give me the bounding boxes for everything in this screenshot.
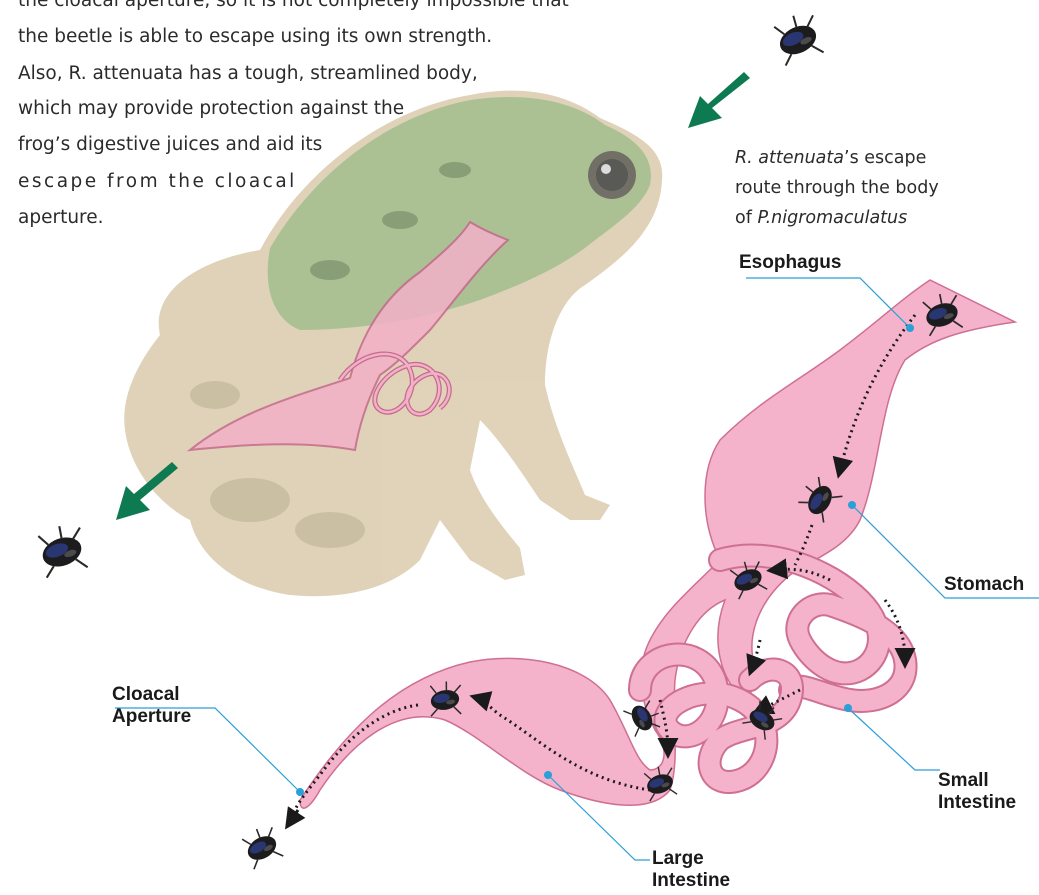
paragraph-line-1: the cloacal aperture, so it is not compl… bbox=[18, 0, 569, 11]
label-cloacal-line1: Cloacal bbox=[112, 684, 180, 705]
paragraph-line-7: aperture. bbox=[18, 209, 104, 228]
caption-line-2: route through the body bbox=[735, 180, 939, 198]
caption-line3-prefix: of bbox=[735, 208, 757, 228]
paragraph-line-6: escape from the cloacal bbox=[18, 173, 297, 192]
green-arrow-icon bbox=[688, 72, 750, 128]
beetle-icon bbox=[32, 520, 94, 582]
paragraph-line-3: Also, R. attenuata has a tough, streamli… bbox=[18, 65, 478, 84]
caption-line-3: of P.nigromaculatus bbox=[735, 210, 907, 228]
paragraph-line-2: the beetle is able to escape using its o… bbox=[18, 28, 492, 47]
caption-species-frog: P.nigromaculatus bbox=[757, 208, 907, 228]
label-large-line1: Large bbox=[652, 848, 704, 869]
label-cloacal-line2: Aperture bbox=[112, 706, 191, 727]
beetle-icon bbox=[768, 8, 829, 69]
caption-line1-rest: ’s escape bbox=[844, 148, 926, 168]
label-esophagus: Esophagus bbox=[739, 252, 841, 274]
paragraph-line-5: frog’s digestive juices and aid its bbox=[18, 136, 322, 155]
caption-line-1: R. attenuata’s escape bbox=[735, 150, 926, 168]
paragraph-line-4: which may provide protection against the bbox=[18, 100, 404, 119]
label-large-line2: Intestine bbox=[652, 870, 730, 891]
label-stomach: Stomach bbox=[944, 574, 1024, 596]
caption-species-beetle: R. attenuata bbox=[735, 148, 844, 168]
label-small-line2: Intestine bbox=[938, 792, 1016, 813]
label-small-line1: Small bbox=[938, 770, 989, 791]
beetle-icon bbox=[237, 822, 287, 872]
